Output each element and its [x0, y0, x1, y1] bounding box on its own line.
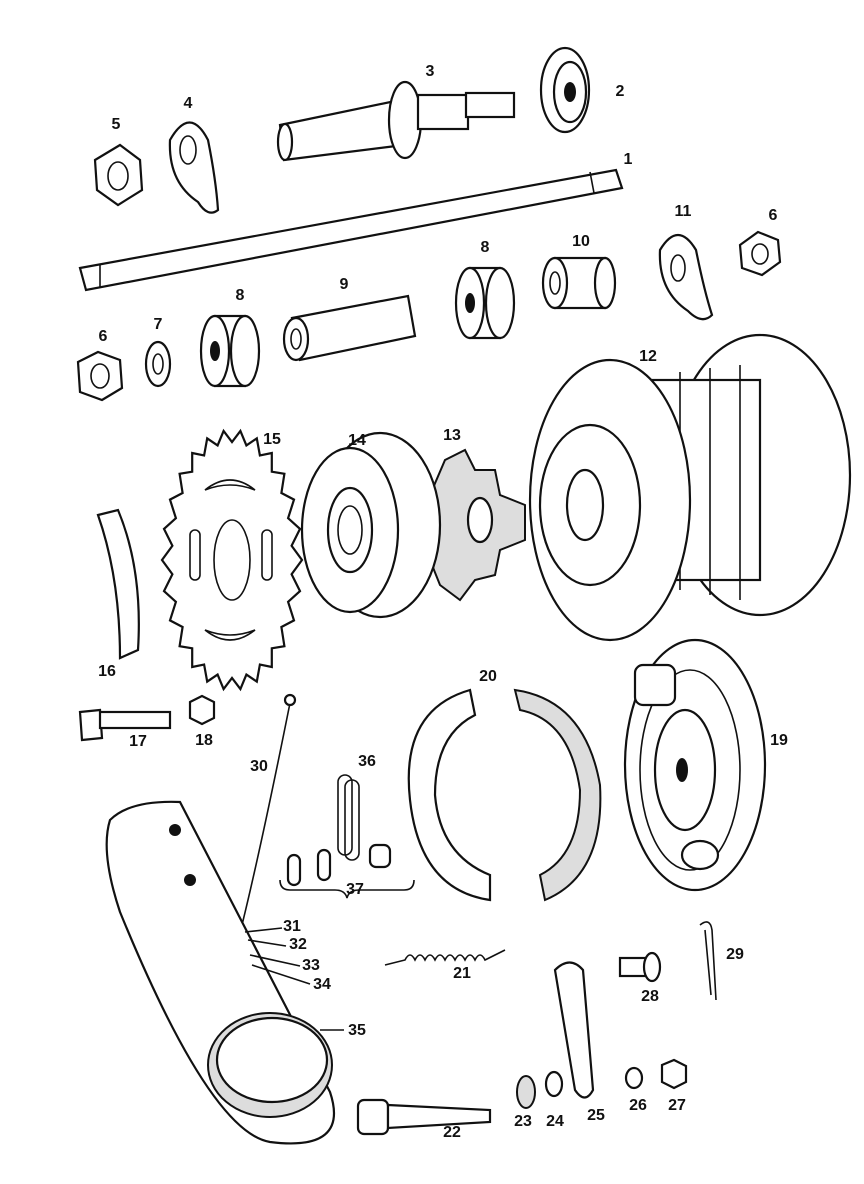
cable: [239, 702, 291, 934]
callout-22: 22: [443, 1124, 461, 1141]
callout-15: 15: [263, 431, 281, 448]
chain-guard: [105, 800, 335, 1145]
sprocket: [160, 428, 304, 692]
callout-17: 17: [129, 733, 147, 750]
leader-lines: [244, 927, 344, 1031]
chain-adjuster: [168, 121, 220, 214]
washer: [544, 1070, 564, 1098]
brake-cam: [356, 1098, 492, 1136]
axle: [78, 168, 624, 292]
spindle: [276, 80, 516, 162]
callout-3: 3: [425, 63, 435, 80]
callout-11: 11: [674, 203, 692, 220]
callout-28: 28: [641, 988, 659, 1005]
brake-plate: [623, 638, 767, 892]
callout-6: 6: [98, 328, 108, 345]
nut: [76, 350, 124, 402]
bolt: [78, 708, 172, 742]
nut: [188, 694, 216, 726]
callout-10: 10: [572, 233, 590, 250]
callout-29: 29: [726, 946, 744, 963]
callout-5: 5: [111, 116, 121, 133]
chain-link-parts: [286, 843, 392, 887]
sprocket-carrier: [300, 431, 442, 619]
callout-37: 37: [346, 881, 364, 898]
callout-30: 30: [250, 758, 268, 775]
spring: [384, 949, 506, 966]
callout-8: 8: [235, 287, 245, 304]
nut: [93, 143, 144, 207]
hub: [528, 333, 852, 642]
nut: [660, 1058, 688, 1090]
callout-1: 1: [623, 151, 633, 168]
bracket-37: [279, 879, 415, 899]
callout-21: 21: [453, 965, 471, 982]
callout-18: 18: [195, 732, 213, 749]
nut: [738, 230, 782, 277]
brake-shoes: [407, 688, 602, 902]
spacer: [541, 256, 617, 310]
callout-4: 4: [183, 95, 193, 112]
lock-plate: [96, 508, 140, 660]
callout-13: 13: [443, 427, 461, 444]
callout-25: 25: [587, 1107, 605, 1124]
callout-9: 9: [339, 276, 349, 293]
washer: [144, 340, 172, 388]
chain: [337, 774, 360, 861]
callout-8: 8: [480, 239, 490, 256]
bearing: [539, 46, 591, 134]
washer: [624, 1066, 644, 1090]
bearing: [199, 314, 261, 388]
callout-33: 33: [302, 957, 320, 974]
callout-35: 35: [348, 1022, 366, 1039]
callout-12: 12: [639, 348, 657, 365]
callout-6: 6: [768, 207, 778, 224]
callout-19: 19: [770, 732, 788, 749]
callout-20: 20: [479, 668, 497, 685]
callout-27: 27: [668, 1097, 686, 1114]
callout-24: 24: [546, 1113, 564, 1130]
brake-lever: [553, 961, 595, 1099]
callout-26: 26: [629, 1097, 647, 1114]
callout-31: 31: [283, 918, 301, 935]
spacer-tube: [282, 294, 417, 362]
clevis-pin: [618, 951, 662, 983]
callout-16: 16: [98, 663, 116, 680]
chain-adjuster: [658, 233, 714, 321]
callout-7: 7: [153, 316, 163, 333]
bearing: [454, 266, 516, 340]
callout-23: 23: [514, 1113, 532, 1130]
callout-36: 36: [358, 753, 376, 770]
callout-32: 32: [289, 936, 307, 953]
callout-14: 14: [348, 432, 366, 449]
callout-34: 34: [313, 976, 331, 993]
callout-2: 2: [615, 83, 625, 100]
split-pin: [699, 921, 717, 1001]
washer: [516, 1075, 536, 1109]
